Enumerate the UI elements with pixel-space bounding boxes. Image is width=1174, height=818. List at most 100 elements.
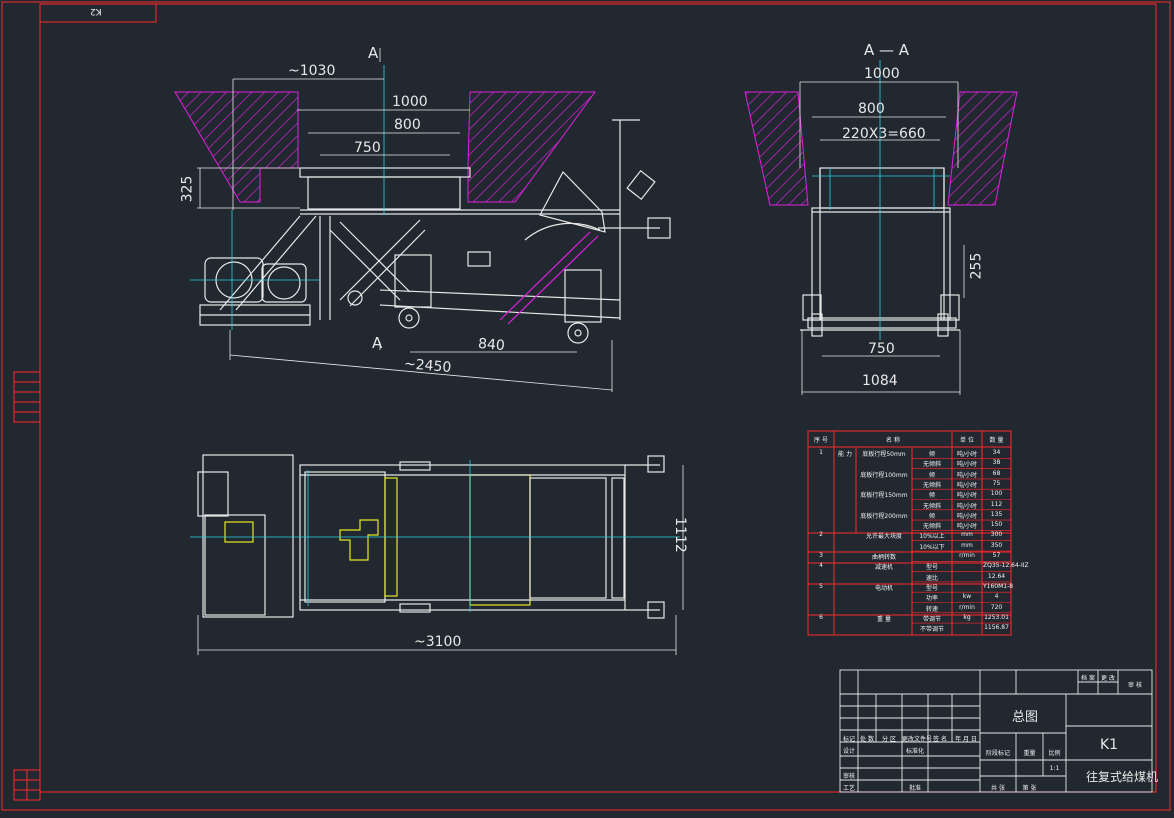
spec-row-group: 重 量 bbox=[877, 615, 891, 623]
corner-tag: K2 bbox=[90, 6, 102, 16]
spec-row-condition: 10%以下 bbox=[919, 543, 945, 551]
spec-row-no: 4 bbox=[819, 562, 823, 570]
spec-row-condition: 无倾斜 bbox=[922, 481, 941, 489]
spec-row-value: 12.64 bbox=[987, 572, 1006, 580]
spec-row-condition: 无倾斜 bbox=[922, 523, 941, 531]
spec-row-value: 1253.01 bbox=[984, 613, 1009, 621]
section-mark-top: A bbox=[368, 44, 379, 62]
spec-row-unit: r/min bbox=[959, 552, 975, 559]
title-header-cell: 分 区 bbox=[882, 736, 896, 743]
title-role-cell: 工艺 bbox=[842, 785, 855, 792]
title-header-cell: 标记 bbox=[842, 736, 855, 743]
spec-row-value: 112 bbox=[990, 500, 1003, 508]
section-hatch-left bbox=[744, 91, 809, 206]
spec-row-condition: 转速 bbox=[925, 605, 938, 613]
title-misc-cell: 重量 bbox=[1023, 750, 1036, 757]
dim-approx-3100: ~3100 bbox=[414, 634, 462, 650]
title-block-grid bbox=[839, 669, 1153, 793]
spec-row-no: 3 bbox=[819, 552, 823, 559]
spec-row-value: Y160M1-8 bbox=[983, 582, 1014, 590]
spec-row-unit: 吨/小时 bbox=[956, 461, 978, 469]
title-header-cell: 签 名 bbox=[933, 736, 947, 743]
spec-row-group: 电动机 bbox=[874, 584, 893, 592]
side-hopper-hatch-right bbox=[467, 91, 596, 203]
spec-row-unit: 吨/小时 bbox=[956, 481, 978, 489]
spec-row-no: 1 bbox=[819, 449, 823, 456]
plan-view bbox=[190, 454, 684, 655]
dim-side-840: 840 bbox=[477, 335, 506, 355]
title-right-cell: 档 案 bbox=[1081, 675, 1095, 682]
title-misc-cell: 共 张 bbox=[991, 785, 1005, 792]
drawing-type: 总图 bbox=[1012, 710, 1039, 725]
title-misc-cell: 阶段标记 bbox=[985, 750, 1010, 757]
spec-row-unit: 吨/小时 bbox=[956, 512, 978, 520]
title-header-cell: 年 月 日 bbox=[955, 736, 977, 743]
spec-row-no: 6 bbox=[819, 613, 823, 621]
spec-row-unit: mm bbox=[961, 541, 973, 549]
title-role-cell: 标准化 bbox=[905, 748, 924, 755]
spec-row-value: 135 bbox=[990, 510, 1003, 518]
dim-side-325: 325 bbox=[179, 175, 196, 203]
spec-row-unit: 吨/小时 bbox=[956, 471, 978, 479]
spec-row-group: 减速机 bbox=[874, 564, 893, 572]
dim-side-750: 750 bbox=[354, 140, 381, 156]
spec-row-group: 能 力 bbox=[838, 451, 852, 458]
spec-row-unit: 吨/小时 bbox=[956, 492, 978, 500]
spec-row-unit: kw bbox=[962, 593, 972, 601]
spec-row-item: 底板行程100mm bbox=[860, 471, 908, 479]
spec-row-condition: 型号 bbox=[925, 564, 938, 572]
spec-row-unit: r/min bbox=[959, 603, 975, 611]
spec-row-value: 38 bbox=[992, 459, 1001, 467]
title-misc-cell: 第 张 bbox=[1022, 785, 1037, 792]
title-role-cell: 审核 bbox=[842, 773, 855, 780]
spec-row-unit: kg bbox=[963, 613, 971, 621]
spec-header-value: 数 量 bbox=[989, 437, 1004, 444]
side-view bbox=[174, 48, 671, 392]
spec-row-unit: 吨/小时 bbox=[956, 502, 978, 510]
dim-side-800: 800 bbox=[394, 117, 421, 133]
spec-row-condition: 型号 bbox=[925, 584, 938, 592]
spec-row-condition: 无倾斜 bbox=[922, 461, 941, 469]
spec-row-value: ZQ35-12.64-IIZ bbox=[983, 562, 1029, 570]
spec-row-condition: 带调节 bbox=[922, 615, 941, 623]
spec-row-no: 2 bbox=[819, 531, 823, 539]
spec-row-value: 350 bbox=[990, 541, 1003, 549]
spec-row-condition: 倾 bbox=[928, 492, 935, 500]
spec-row-value: 57 bbox=[992, 552, 1001, 559]
dim-sec-800: 800 bbox=[858, 101, 885, 117]
dim-sec-660: 220X3=660 bbox=[842, 126, 926, 142]
spec-row-group: 曲柄转数 bbox=[871, 554, 896, 561]
spec-row-condition: 倾 bbox=[928, 451, 935, 458]
title-header-cell: 处 数 bbox=[860, 736, 874, 743]
spec-row-lines bbox=[912, 457, 1011, 624]
section-hatch-right bbox=[947, 91, 1018, 206]
spec-row-unit: mm bbox=[961, 531, 973, 539]
dim-sec-750: 750 bbox=[868, 341, 895, 357]
dim-sec-1084: 1084 bbox=[862, 373, 898, 389]
drawing-code: K1 bbox=[1100, 737, 1119, 753]
spec-row-value: 68 bbox=[992, 469, 1001, 477]
spec-row-no: 5 bbox=[819, 582, 823, 590]
dim-plan-1112: 1112 bbox=[671, 517, 688, 553]
section-title: A — A bbox=[864, 41, 910, 59]
spec-row-group: 允许最大块度 bbox=[865, 533, 902, 541]
spec-header-unit: 单 位 bbox=[960, 437, 974, 444]
spec-row-item: 底板行程200mm bbox=[860, 512, 908, 520]
machine-name: 往复式给煤机 bbox=[1086, 770, 1159, 784]
dim-approx-1030: ~1030 bbox=[288, 63, 336, 79]
title-role-cell: 批准 bbox=[908, 785, 921, 792]
spec-row-value: 4 bbox=[994, 593, 999, 601]
plan-crank-linkage bbox=[339, 519, 379, 561]
spec-row-condition: 倾 bbox=[928, 471, 935, 479]
title-header-cell: 更改文件号 bbox=[902, 736, 933, 743]
spec-row-condition: 无倾斜 bbox=[922, 502, 941, 510]
spec-header-no: 序 号 bbox=[814, 437, 828, 444]
dim-side-1000: 1000 bbox=[392, 94, 428, 110]
title-misc-cell: 1:1 bbox=[1049, 765, 1060, 772]
spec-row-unit: 吨/小时 bbox=[956, 523, 978, 531]
spec-header-name: 名 称 bbox=[886, 437, 900, 444]
dim-sec-255: 255 bbox=[968, 252, 985, 280]
